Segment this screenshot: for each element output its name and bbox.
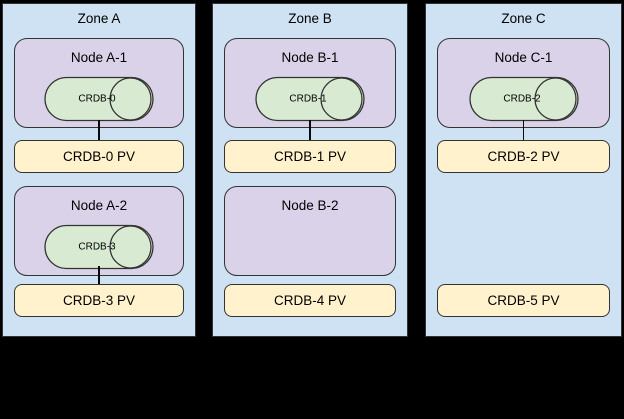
crdb-cylinder: CRDB-0 <box>44 76 154 122</box>
node-b1: Node B-1 CRDB-1 <box>224 38 396 128</box>
pv-crdb-5-unattached: CRDB-5 PV <box>437 284 610 317</box>
cylinder-label: CRDB-2 <box>503 94 541 105</box>
node-title: Node B-2 <box>281 198 339 213</box>
zone-title: Zone A <box>77 11 121 26</box>
node-b2-empty: Node B-2 <box>224 186 396 276</box>
crdb-cylinder: CRDB-1 <box>255 76 365 122</box>
node-title: Node A-2 <box>70 198 128 213</box>
zone-b: Zone B Node B-1 CRDB-1 CRDB-1 PV Node B-… <box>212 3 408 337</box>
pv-crdb-4-unattached: CRDB-4 PV <box>224 284 396 317</box>
cylinder-label: CRDB-1 <box>289 94 327 105</box>
cylinder-cap <box>109 77 152 121</box>
cylinder-cap <box>533 77 577 121</box>
node-a2: Node A-2 CRDB-3 <box>14 186 184 276</box>
node-title: Node B-1 <box>281 50 339 65</box>
node-c1: Node C-1 CRDB-2 <box>437 38 610 128</box>
zone-title: Zone B <box>288 11 332 26</box>
cylinder-label: CRDB-0 <box>78 94 116 105</box>
cylinder-cap <box>320 77 363 121</box>
pv-crdb-3: CRDB-3 PV <box>14 284 184 317</box>
pv-crdb-2: CRDB-2 PV <box>437 140 610 173</box>
pv-crdb-1: CRDB-1 PV <box>224 140 396 173</box>
connector-line <box>98 266 100 284</box>
cylinder-cap <box>109 225 152 269</box>
connector-line <box>522 120 525 140</box>
pv-crdb-0: CRDB-0 PV <box>14 140 184 173</box>
node-a1: Node A-1 CRDB-0 <box>14 38 184 128</box>
connector-line <box>98 120 100 140</box>
connector-line <box>309 120 311 140</box>
zone-title: Zone C <box>501 11 546 26</box>
crdb-cylinder: CRDB-2 <box>468 76 579 122</box>
zone-c: Zone C Node C-1 CRDB-2 CRDB-2 PV CRDB-5 … <box>425 3 622 337</box>
zone-a: Zone A Node A-1 CRDB-0 CRDB-0 PV Node A-… <box>2 3 196 337</box>
node-title: Node A-1 <box>70 50 128 65</box>
cylinder-label: CRDB-3 <box>78 242 116 253</box>
node-title: Node C-1 <box>494 50 553 65</box>
crdb-cylinder: CRDB-3 <box>44 224 154 270</box>
